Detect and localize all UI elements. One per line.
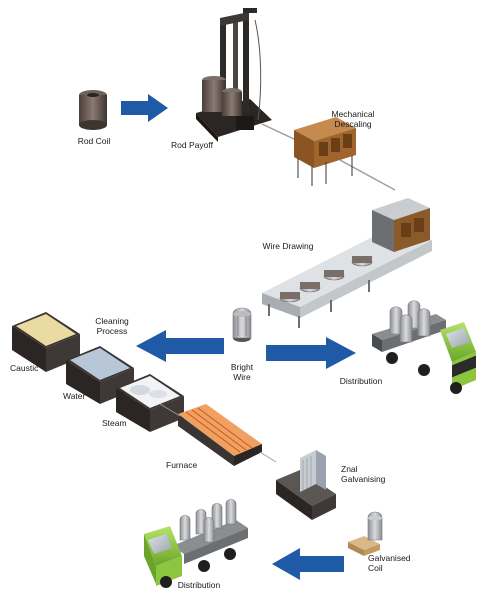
arrow-coil-to-payoff — [121, 94, 168, 122]
label-znal-galvanising: Znal Galvanising — [341, 464, 386, 484]
arrow-to-cleaning — [136, 330, 224, 362]
label-distribution-top: Distribution — [339, 376, 383, 386]
wire-drawing-line-icon — [262, 198, 432, 328]
label-wire-drawing: Wire Drawing — [262, 241, 314, 251]
label-galvanised-coil: Galvanised Coil — [368, 553, 411, 573]
arrow-to-distribution-top — [266, 337, 356, 369]
truck-icon — [372, 300, 476, 394]
label-cleaning-process: Cleaning Process — [95, 316, 129, 336]
steam-tank-icon — [116, 374, 184, 432]
label-distribution-bottom: Distribution — [177, 580, 221, 590]
label-caustic: Caustic — [10, 363, 39, 373]
wire-path — [261, 123, 396, 191]
bright-wire-coil-icon — [232, 307, 252, 342]
label-furnace: Furnace — [166, 460, 198, 470]
label-rod-coil: Rod Coil — [77, 136, 111, 146]
furnace-icon — [159, 403, 277, 466]
label-bright-wire: Bright Wire — [230, 362, 254, 382]
label-mechanical-descaling: Mechanical Descaling — [331, 109, 375, 129]
caustic-tank-icon — [12, 312, 80, 372]
rod-coil-icon — [79, 90, 107, 130]
truck-icon — [144, 499, 248, 588]
arrow-to-distribution-bottom — [272, 548, 344, 580]
galvanised-coil-icon — [348, 511, 383, 556]
galvanising-unit-icon — [276, 450, 336, 520]
label-water: Water — [63, 391, 86, 401]
label-steam: Steam — [102, 418, 127, 428]
water-tank-icon — [66, 346, 134, 404]
rod-payoff-machine-icon — [196, 8, 272, 142]
label-rod-payoff: Rod Payoff — [171, 140, 213, 150]
descaling-machine-icon — [294, 117, 356, 186]
